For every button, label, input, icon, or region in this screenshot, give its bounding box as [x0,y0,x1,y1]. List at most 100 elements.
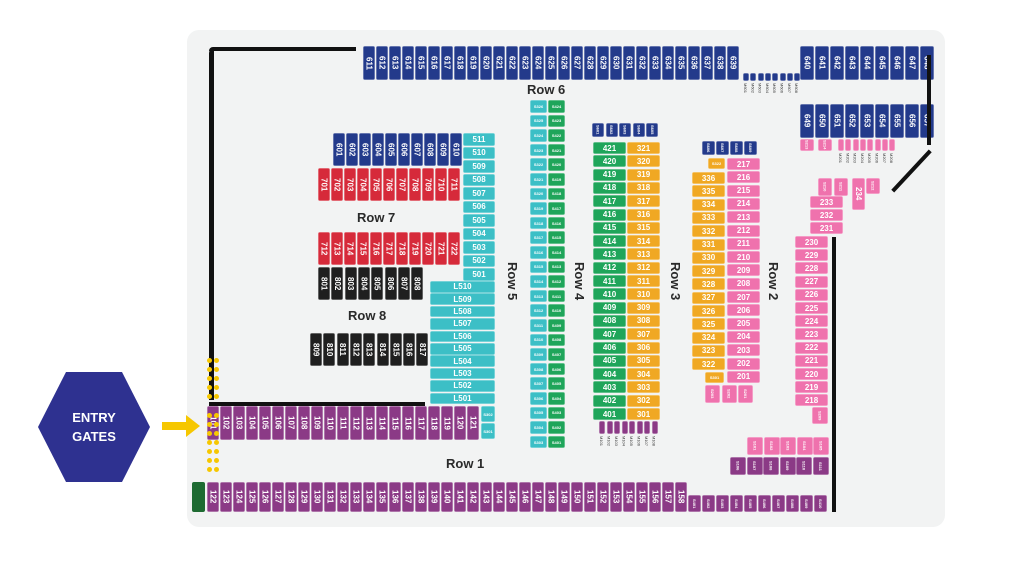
stall-221[interactable]: 221 [795,354,828,367]
stall-211[interactable]: 211 [727,237,760,250]
stall-319[interactable]: 319 [627,168,660,181]
stall-311[interactable]: 311 [627,275,660,287]
stall-s406[interactable]: S406 [548,362,565,376]
stall-158[interactable]: 158 [675,482,687,512]
stall-130[interactable]: 130 [311,482,323,512]
stall-413[interactable]: 413 [593,248,626,261]
stall-651[interactable]: 651 [830,104,844,138]
stall-630[interactable]: 630 [610,46,622,80]
stall-620[interactable]: 620 [480,46,492,80]
stall-s316[interactable]: S316 [530,246,547,259]
stall-401[interactable]: 401 [593,408,626,420]
stall-216[interactable]: 216 [727,171,760,184]
stall-113[interactable]: 113 [363,406,375,440]
stall-151[interactable]: 151 [584,482,596,512]
stall-s317[interactable]: S317 [530,231,547,244]
stall-801[interactable]: 801 [318,267,330,300]
stall-129[interactable]: 129 [298,482,310,512]
stall-404[interactable]: 404 [593,368,626,381]
stall-s407[interactable]: S407 [548,348,565,361]
stall-204[interactable]: 204 [727,330,760,343]
stall-s412[interactable]: S412 [548,275,565,288]
stall-326[interactable]: 326 [692,305,725,317]
stall-l506[interactable]: L506 [430,330,495,343]
stall-604[interactable]: 604 [372,133,384,166]
stall-336[interactable]: 336 [692,172,725,184]
stall-617[interactable]: 617 [441,46,453,80]
stall-s102[interactable]: S102 [763,437,780,455]
stall-154[interactable]: 154 [623,482,635,512]
stall-124[interactable]: 124 [233,482,245,512]
stall-503[interactable]: 503 [463,241,495,254]
stall-l504[interactable]: L504 [430,355,495,367]
stall-s424[interactable]: S424 [548,100,565,113]
stall-127[interactable]: 127 [272,482,284,512]
stall-145[interactable]: 145 [506,482,518,512]
stall-115[interactable]: 115 [389,406,401,440]
stall-s314[interactable]: S314 [530,275,547,288]
stall-302[interactable]: 302 [627,394,660,407]
stall-641[interactable]: 641 [815,46,829,80]
stall-s311[interactable]: S311 [530,319,547,332]
stall-308[interactable]: 308 [627,314,660,327]
stall-618[interactable]: 618 [454,46,466,80]
stall-219[interactable]: 219 [795,381,828,394]
stall-226[interactable]: 226 [795,288,828,301]
stall-509[interactable]: 509 [463,160,495,173]
stall-139[interactable]: 139 [428,482,440,512]
stall-s415[interactable]: S415 [548,231,565,244]
stall-104[interactable]: 104 [246,406,258,440]
stall-710[interactable]: 710 [435,168,447,201]
stall-502[interactable]: 502 [463,254,495,267]
stall-s422[interactable]: S422 [548,129,565,142]
stall-121[interactable]: 121 [467,406,479,440]
stall-123[interactable]: 123 [220,482,232,512]
stall-218[interactable]: 218 [795,394,828,407]
stall-223[interactable]: 223 [795,328,828,341]
stall-616[interactable]: 616 [428,46,440,80]
stall-s606[interactable]: S606 [702,141,715,155]
stall-320[interactable]: 320 [627,155,660,168]
stall-m605[interactable] [772,73,779,81]
stall-717[interactable]: 717 [383,232,395,265]
stall-s419[interactable]: S419 [548,173,565,186]
stall-232[interactable]: 232 [810,209,843,221]
stall-m608[interactable] [794,73,801,81]
stall-s403[interactable]: S403 [716,495,729,512]
stall-325[interactable]: 325 [692,318,725,331]
stall-111[interactable]: 111 [337,406,349,440]
stall-s101[interactable]: S101 [747,437,763,455]
stall-s307[interactable]: S307 [530,377,547,390]
stall-649[interactable]: 649 [800,104,814,138]
stall-330[interactable]: 330 [692,251,725,264]
stall-321[interactable]: 321 [627,142,660,154]
stall-s310[interactable]: S310 [530,333,547,347]
stall-202[interactable]: 202 [727,357,760,370]
stall-126[interactable]: 126 [259,482,271,512]
stall-329[interactable]: 329 [692,265,725,278]
stall-208[interactable]: 208 [727,277,760,290]
stall-720[interactable]: 720 [422,232,434,265]
stall-635[interactable]: 635 [675,46,687,80]
stall-s306[interactable]: S306 [530,392,547,405]
stall-642[interactable]: 642 [830,46,844,80]
stall-414[interactable]: 414 [593,235,626,248]
stall-602[interactable]: 602 [346,133,358,166]
stall-s603[interactable]: S603 [619,123,632,137]
stall-s408[interactable]: S408 [548,333,565,347]
stall-702[interactable]: 702 [331,168,343,201]
stall-638[interactable]: 638 [714,46,726,80]
stall-318[interactable]: 318 [627,181,660,194]
stall-713[interactable]: 713 [331,232,343,265]
stall-s301[interactable]: S301 [705,372,724,383]
stall-152[interactable]: 152 [597,482,609,512]
stall-333[interactable]: 333 [692,211,725,224]
stall-s103[interactable]: S103 [780,437,796,455]
stall-637[interactable]: 637 [701,46,713,80]
stall-656[interactable]: 656 [905,104,919,138]
stall-m603[interactable] [757,73,764,81]
stall-s108[interactable]: S108 [763,457,779,475]
stall-l502[interactable]: L502 [430,380,495,392]
stall-s324[interactable]: S324 [530,129,547,142]
stall-s401[interactable]: S401 [688,495,701,512]
